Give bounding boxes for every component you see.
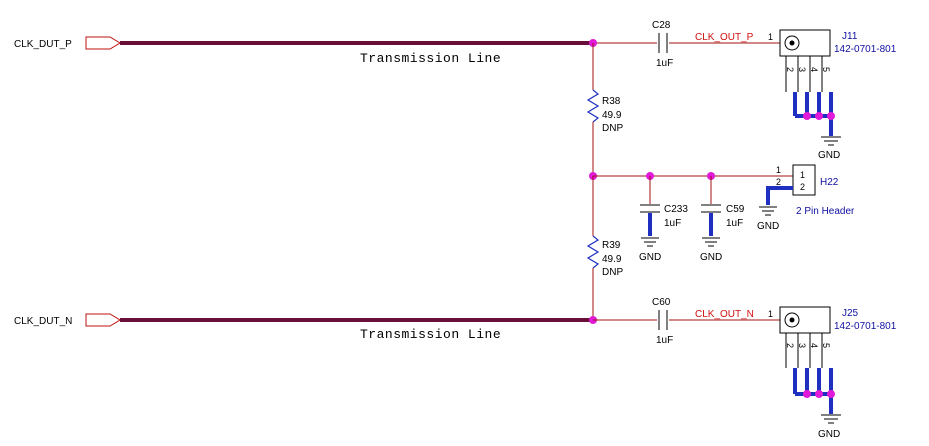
- transmission-line-top-label: Transmission Line: [360, 51, 501, 66]
- j25-pin5: 5: [821, 343, 831, 348]
- ground-icon: [821, 136, 841, 146]
- h22-pin1: 1: [800, 170, 805, 180]
- j11-ground-bus: [793, 92, 835, 136]
- j25-ground-bus: [793, 368, 835, 414]
- j25-part: 142-0701-801: [834, 321, 897, 332]
- connector-j11[interactable]: [779, 29, 831, 92]
- j25-pin3: 3: [797, 343, 807, 348]
- j11-pin4: 4: [809, 67, 819, 72]
- net-clk-out-n-label: CLK_OUT_N: [695, 309, 754, 320]
- h22-gnd-label: GND: [757, 221, 779, 232]
- r38-note: DNP: [602, 123, 623, 134]
- h22-ground-wire: [766, 186, 793, 205]
- ground-icon: [759, 206, 777, 216]
- r39-ref: R39: [602, 240, 621, 251]
- port-clk-dut-n[interactable]: CLK_DUT_N: [14, 313, 121, 327]
- transmission-line-bottom-label: Transmission Line: [360, 327, 501, 342]
- capacitor-c60[interactable]: [658, 310, 668, 330]
- resistor-r39[interactable]: [586, 235, 600, 269]
- capacitor-c28[interactable]: [658, 33, 668, 53]
- h22-pin1-outer: 1: [776, 165, 781, 175]
- h22-pin2: 2: [800, 182, 805, 192]
- ground-icon: [641, 237, 659, 247]
- c28-value: 1uF: [656, 58, 673, 69]
- j11-ref: J11: [842, 31, 858, 42]
- capacitor-c59[interactable]: [701, 204, 721, 213]
- j11-pin2: 2: [785, 67, 795, 72]
- c59-gnd-label: GND: [700, 252, 722, 263]
- c59-ref: C59: [726, 204, 745, 215]
- j11-gnd-label: GND: [818, 150, 840, 161]
- j11-part: 142-0701-801: [834, 44, 897, 55]
- r38-ref: R38: [602, 96, 621, 107]
- j25-pin1: 1: [768, 309, 773, 319]
- port-clk-dut-p[interactable]: CLK_DUT_P: [14, 36, 121, 50]
- resistor-r38[interactable]: [586, 89, 600, 123]
- net-clk-out-p-label: CLK_OUT_P: [695, 32, 754, 43]
- r38-value: 49.9: [602, 110, 622, 121]
- header-h22[interactable]: [792, 164, 816, 196]
- j25-pin4: 4: [809, 343, 819, 348]
- h22-pin2-outer: 2: [776, 177, 781, 187]
- c233-value: 1uF: [664, 218, 681, 229]
- r39-value: 49.9: [602, 254, 622, 265]
- c60-ref: C60: [652, 297, 671, 308]
- ground-icon: [821, 414, 841, 424]
- j25-ref: J25: [842, 308, 859, 319]
- c233-gnd-label: GND: [639, 252, 661, 263]
- port-clk-dut-p-label: CLK_DUT_P: [14, 39, 72, 50]
- port-clk-dut-n-label: CLK_DUT_N: [14, 316, 72, 327]
- c60-value: 1uF: [656, 335, 673, 346]
- ground-icon: [702, 237, 720, 247]
- c233-ref: C233: [664, 204, 688, 215]
- h22-desc: 2 Pin Header: [796, 206, 855, 217]
- j11-pin5: 5: [821, 67, 831, 72]
- j11-pin3: 3: [797, 67, 807, 72]
- connector-j25[interactable]: [779, 306, 831, 368]
- j11-pin1: 1: [768, 32, 773, 42]
- c28-ref: C28: [652, 20, 671, 31]
- j25-pin2: 2: [785, 343, 795, 348]
- r39-note: DNP: [602, 267, 623, 278]
- h22-ref: H22: [820, 177, 839, 188]
- j25-gnd-label: GND: [818, 429, 840, 440]
- capacitor-c233[interactable]: [640, 204, 660, 213]
- c59-value: 1uF: [726, 218, 743, 229]
